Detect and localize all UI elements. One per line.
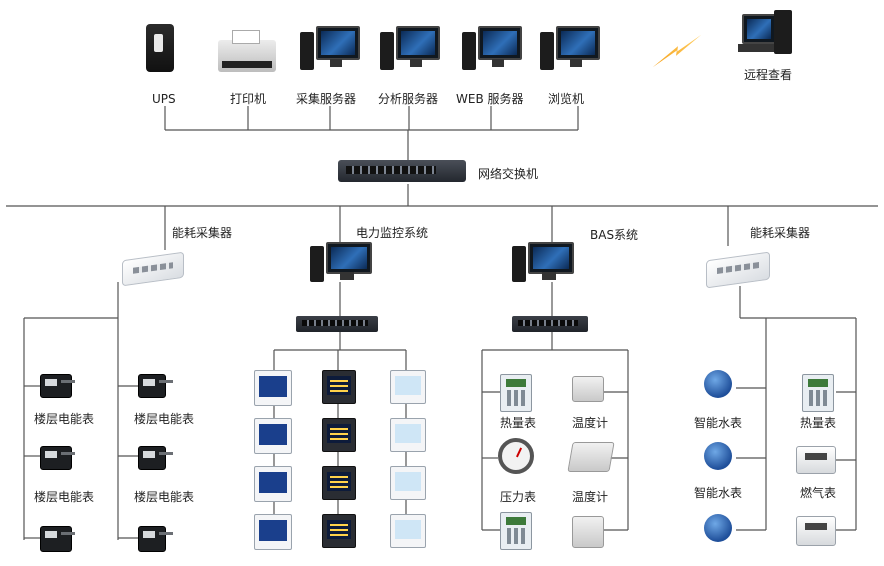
water-meter-label: 智能水表: [694, 486, 743, 500]
analysis-server-label: 分析服务器: [378, 92, 439, 106]
temperature-sensor-icon: [567, 442, 615, 472]
browser-label: 浏览机: [548, 92, 585, 106]
water-meter-icon: [694, 442, 742, 470]
floor-meter-icon: [138, 526, 173, 552]
power-monitor-switch-icon: [296, 316, 378, 332]
gas-meter-label: 燃气表: [800, 486, 837, 500]
collector-left-label: 能耗采集器: [172, 226, 233, 240]
power-meter-icon: [322, 418, 356, 452]
heat-meter-icon: [500, 374, 532, 412]
power-meter-icon: [254, 514, 292, 550]
temperature-label: 温度计: [572, 490, 609, 504]
floor-meter-icon: [40, 374, 75, 398]
heat-meter-label: 热量表: [500, 416, 537, 430]
floor-meter-icon: [138, 446, 173, 470]
heat-meter-icon: [500, 512, 532, 550]
bas-label: BAS系统: [590, 228, 639, 242]
analysis-server-icon: [380, 26, 440, 72]
power-meter-icon: [390, 370, 426, 404]
power-meter-icon: [390, 514, 426, 548]
power-meter-icon: [254, 370, 292, 406]
web-server-icon: [462, 26, 522, 72]
heat-meter-label: 热量表: [800, 416, 837, 430]
power-meter-icon: [254, 418, 292, 454]
bas-pc-icon: [512, 242, 574, 284]
water-meter-icon: [694, 514, 742, 542]
floor-meter-icon: [40, 526, 75, 552]
network-switch-label: 网络交换机: [478, 167, 539, 181]
floor-meter-label: 楼层电能表: [34, 412, 95, 426]
gas-meter-icon: [796, 516, 836, 546]
pressure-gauge-icon: [498, 438, 534, 474]
temperature-sensor-icon: [572, 516, 604, 548]
power-monitor-pc-icon: [310, 242, 372, 284]
network-switch-icon: [338, 160, 466, 182]
power-meter-icon: [322, 466, 356, 500]
power-meter-icon: [390, 418, 426, 452]
power-meter-icon: [322, 514, 356, 548]
printer-icon: [218, 30, 276, 72]
collect-server-label: 采集服务器: [296, 92, 357, 106]
power-monitor-label: 电力监控系统: [356, 226, 429, 240]
remote-view-label: 远程查看: [744, 68, 793, 82]
floor-meter-label: 楼层电能表: [34, 490, 95, 504]
floor-meter-icon: [40, 446, 75, 470]
floor-meter-icon: [138, 374, 173, 398]
temperature-sensor-icon: [572, 376, 604, 402]
browser-pc-icon: [540, 26, 600, 72]
power-meter-icon: [322, 370, 356, 404]
water-meter-label: 智能水表: [694, 416, 743, 430]
power-meter-icon: [254, 466, 292, 502]
floor-meter-label: 楼层电能表: [134, 412, 195, 426]
floor-meter-label: 楼层电能表: [134, 490, 195, 504]
web-server-label: WEB 服务器: [456, 92, 524, 106]
bas-switch-icon: [512, 316, 588, 332]
collect-server-icon: [300, 26, 360, 72]
power-meter-icon: [390, 466, 426, 500]
remote-pc-icon: [738, 10, 798, 58]
ups-label: UPS: [152, 92, 176, 106]
gas-meter-icon: [796, 446, 836, 474]
collector-right-label: 能耗采集器: [750, 226, 811, 240]
heat-meter-icon: [802, 374, 834, 412]
pressure-label: 压力表: [500, 490, 537, 504]
ups-icon: [146, 24, 174, 72]
water-meter-icon: [694, 370, 742, 398]
printer-label: 打印机: [230, 92, 267, 106]
temperature-label: 温度计: [572, 416, 609, 430]
